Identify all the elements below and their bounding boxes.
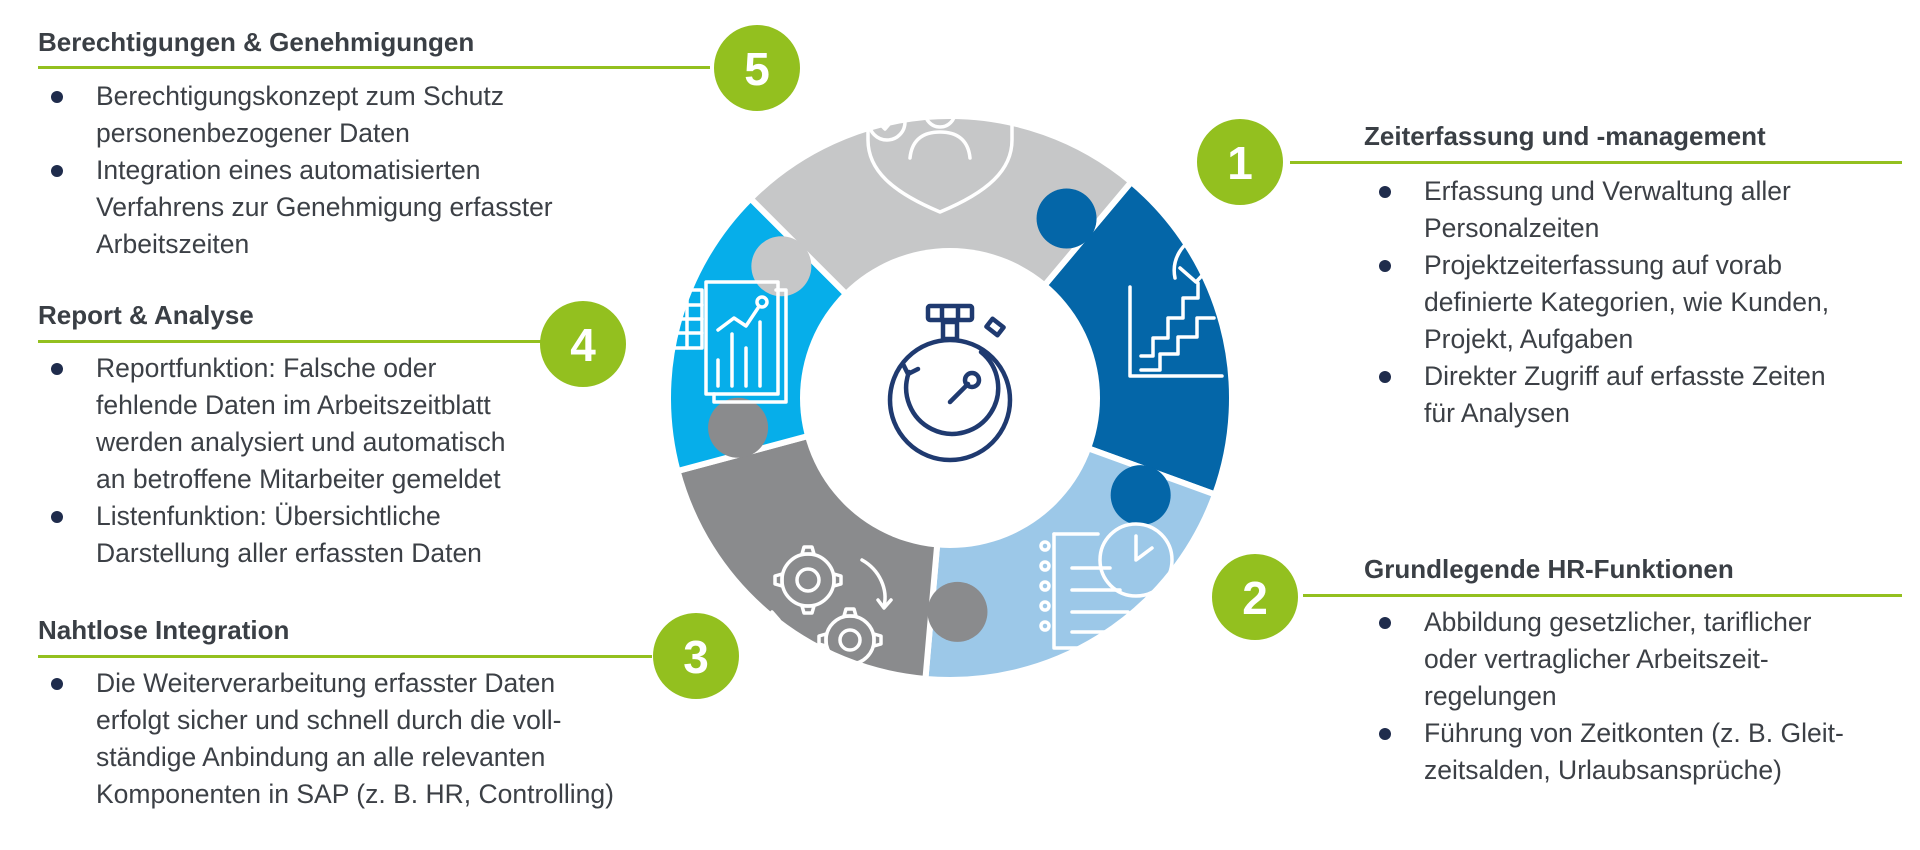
section-5-list: Berechtigungskonzept zum Schutz personenb…	[38, 78, 553, 263]
report-chart-icon	[654, 280, 788, 404]
bullet-line: zeitsalden, Urlaubsansprüche)	[1424, 755, 1782, 785]
badge-3: 3	[647, 607, 745, 705]
badge-1: 1	[1191, 113, 1289, 211]
bullet-line: Komponenten in SAP (z. B. HR, Controllin…	[96, 779, 614, 809]
stopwatch-icon	[887, 303, 1013, 463]
bullet-item: Die Weiterverarbeitung erfasster Daten er…	[38, 665, 614, 813]
bullet-line: erfolgt sicher und schnell durch die vol…	[96, 705, 562, 735]
bullet-line: werden analysiert und automatisch	[96, 427, 506, 457]
badge-4-number: 4	[570, 319, 596, 371]
puzzle-knob-4	[751, 236, 812, 297]
bullet-item: Projektzeiterfassung auf vorab definierte…	[1366, 247, 1829, 358]
bullet-line: Abbildung gesetzlicher, tariflicher	[1424, 607, 1812, 637]
bullet-line: Direkter Zugriff auf erfasste Zeiten	[1424, 361, 1826, 391]
bullet-line: Erfassung und Verwaltung aller	[1424, 176, 1791, 206]
badge-4: 4	[534, 295, 632, 393]
bullet-item: Berechtigungskonzept zum Schutz personenb…	[38, 78, 553, 152]
bullet-line: oder vertraglicher Arbeitszeit-	[1424, 644, 1769, 674]
bullet-line: Integration eines automatisierten	[96, 155, 481, 185]
badges: 1 2 3 4 5	[534, 19, 1304, 705]
bullet-line: an betroffene Mitarbeiter gemeldet	[96, 464, 501, 494]
bullet-line: regelungen	[1424, 681, 1557, 711]
bullet-item: Direkter Zugriff auf erfasste Zeiten für …	[1366, 358, 1829, 432]
gears-cycle-icon	[764, 545, 893, 673]
checklist-clock-icon	[1039, 522, 1174, 650]
bullet-line: Projektzeiterfassung auf vorab	[1424, 250, 1782, 280]
bullet-line: personenbezogener Daten	[96, 118, 410, 148]
section-4-title: Report & Analyse	[38, 300, 254, 330]
bullet-item: Abbildung gesetzlicher, tariflicher oder …	[1366, 604, 1844, 715]
section-5-title: Berechtigungen & Genehmigungen	[38, 27, 475, 57]
bullet-item: Führung von Zeitkonten (z. B. Gleit-zeit…	[1366, 715, 1844, 789]
bullet-line: ständige Anbindung an alle relevanten	[96, 742, 546, 772]
bullet-item: Reportfunktion: Falsche oder fehlende Dat…	[38, 350, 506, 498]
section-2-list: Abbildung gesetzlicher, tariflicher oder …	[1366, 604, 1844, 789]
section-4-list: Reportfunktion: Falsche oder fehlende Dat…	[38, 350, 506, 572]
section-2-rule	[1303, 594, 1902, 597]
bullet-line: Personalzeiten	[1424, 213, 1600, 243]
badge-1-number: 1	[1227, 137, 1253, 189]
puzzle-knob-1	[1110, 465, 1171, 526]
bullet-line: definierte Kategorien, wie Kunden,	[1424, 287, 1830, 317]
badge-5-number: 5	[744, 43, 770, 95]
bullet-line: für Analysen	[1424, 398, 1570, 428]
bullet-line: Darstellung aller erfassten Daten	[96, 538, 482, 568]
puzzle-knob-5	[1036, 188, 1097, 249]
puzzle-knob-2	[927, 581, 988, 642]
puzzle-knob-3	[708, 397, 769, 458]
bullet-line: fehlende Daten im Arbeitszeitblatt	[96, 390, 491, 420]
section-4-rule	[38, 340, 541, 343]
section-2-title: Grundlegende HR-Funktionen	[1364, 554, 1734, 584]
badge-2-number: 2	[1242, 572, 1268, 624]
badge-5: 5	[708, 19, 806, 117]
badge-3-number: 3	[683, 631, 709, 683]
section-3-list: Die Weiterverarbeitung erfasster Daten er…	[38, 665, 614, 813]
bullet-line: Die Weiterverarbeitung erfasster Daten	[96, 668, 556, 698]
bullet-line: Verfahrens zur Genehmigung erfasster	[96, 192, 553, 222]
bullet-line: Listenfunktion: Übersichtliche	[96, 501, 441, 531]
section-1-title: Zeiterfassung und -management	[1364, 121, 1766, 151]
bullet-line: Arbeitszeiten	[96, 229, 250, 259]
shield-person-icon	[866, 76, 1014, 214]
puzzle-pieces	[665, 113, 1235, 683]
section-1-rule	[1290, 161, 1902, 164]
section-3-title: Nahtlose Integration	[38, 615, 290, 645]
center-circle	[800, 248, 1100, 548]
bullet-line: Projekt, Aufgaben	[1424, 324, 1634, 354]
bullet-line: Berechtigungskonzept zum Schutz	[96, 81, 505, 111]
section-3-rule	[38, 655, 652, 658]
badge-2: 2	[1206, 548, 1304, 646]
bullet-line: Reportfunktion: Falsche oder	[96, 353, 437, 383]
bullet-line: Führung von Zeitkonten (z. B. Gleit-	[1424, 718, 1844, 748]
section-5-rule	[38, 66, 710, 69]
clock-chart-icon	[1128, 232, 1248, 378]
